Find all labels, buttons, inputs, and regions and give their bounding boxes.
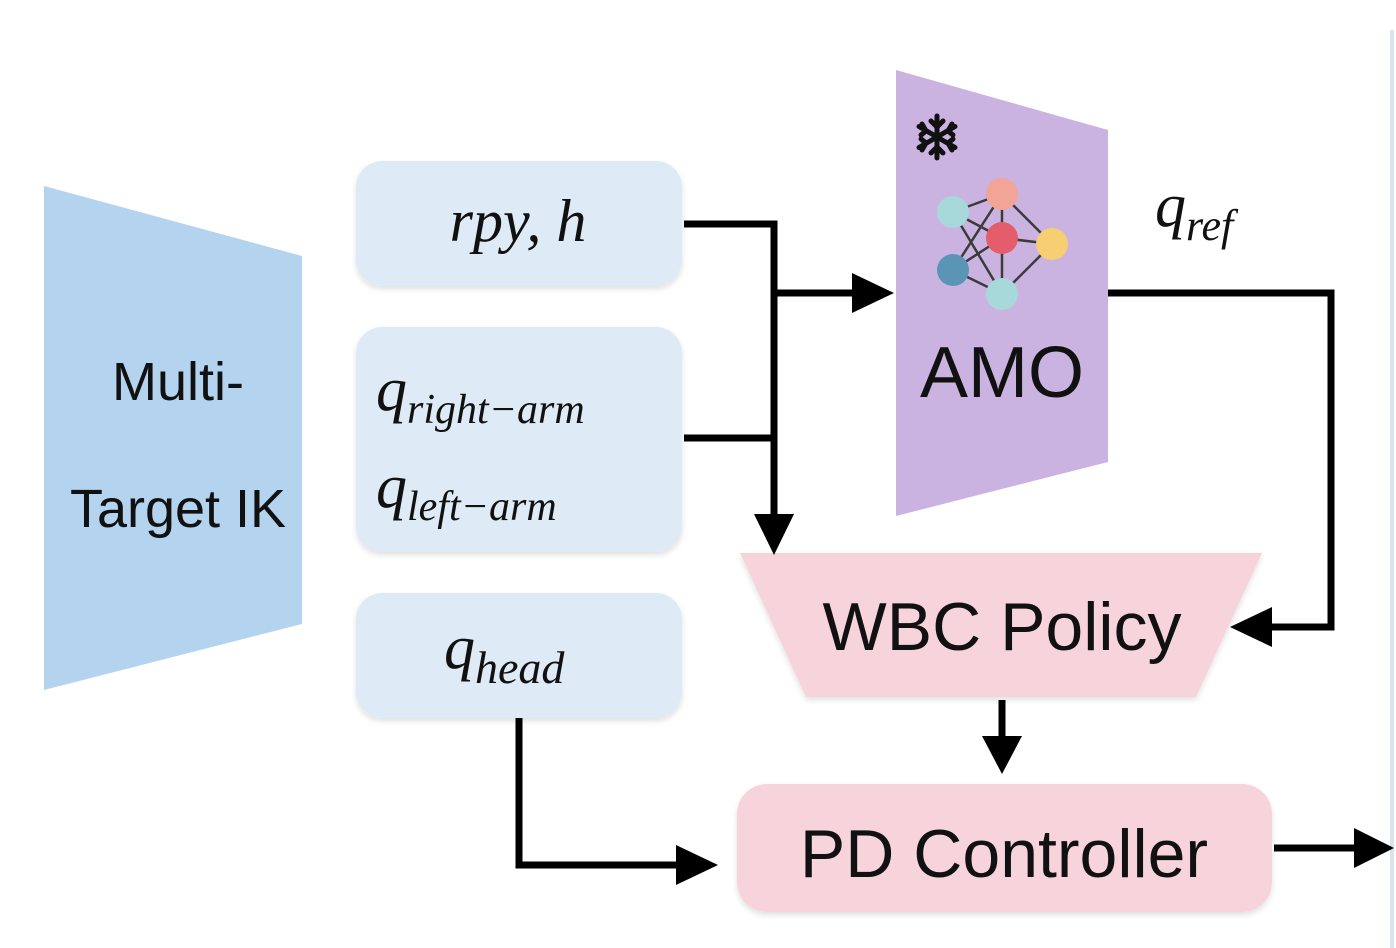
arrow-pd-output [1354,828,1394,868]
q-ref-sub: ref [1186,201,1239,250]
arrow-into-amo [852,273,894,313]
ik-label-line2: Target IK [70,479,286,539]
right-arm-label: qright−arm [376,356,585,433]
pd-label: PD Controller [800,816,1208,892]
wbc-trapezoid [740,553,1262,697]
signal-box-head-bg [356,593,682,718]
neural-network-icon [937,178,1068,310]
signal-box-arms: qright−arm qleft−arm [356,327,682,552]
ik-label-line1: Multi- [112,352,244,412]
wire-qref-to-wbc [1108,289,1335,631]
q-ref-main: q [1155,172,1186,240]
head-sub: head [475,642,565,693]
head-label: qhead [444,614,565,693]
left-arm-main: q [376,453,407,521]
ik-trapezoid [44,186,302,690]
left-arm-sub: left−arm [407,484,557,530]
network-node [986,178,1018,210]
network-node [986,278,1018,310]
right-arm-main: q [376,356,407,424]
connectors [515,220,1394,885]
network-node [986,222,1018,254]
head-main: q [444,614,475,682]
wbc-label: WBC Policy [823,589,1182,665]
right-arm-sub: right−arm [407,387,585,433]
amo-block: AMO [896,70,1108,516]
network-node [937,254,969,286]
arrow-into-wbc-top [754,514,794,555]
arrow-into-pd-left [676,845,718,885]
signal-box-arms-bg [356,327,682,552]
amo-label: AMO [920,333,1084,413]
arrow-into-pd-top [982,736,1022,774]
network-node [937,196,969,228]
wire-rpy-to-wbc [684,220,778,524]
pd-controller-block: PD Controller [737,784,1272,912]
arrow-into-wbc-right [1230,607,1272,647]
signal-box-head: qhead [356,593,682,718]
pd-controller-bg [737,784,1272,912]
signal-box-rpy-h-bg [356,161,682,286]
left-arm-label: qleft−arm [376,453,557,530]
wbc-policy-block: WBC Policy [740,553,1262,697]
network-node [1036,228,1068,260]
ik-block: Multi- Target IK [44,186,302,690]
signal-box-rpy-h: rpy, h [356,161,682,286]
q-ref-label: qref [1155,172,1239,250]
rpy-h-label: rpy, h [450,188,587,254]
snowflake-icon [916,113,958,161]
wire-head-to-pd [515,718,680,869]
